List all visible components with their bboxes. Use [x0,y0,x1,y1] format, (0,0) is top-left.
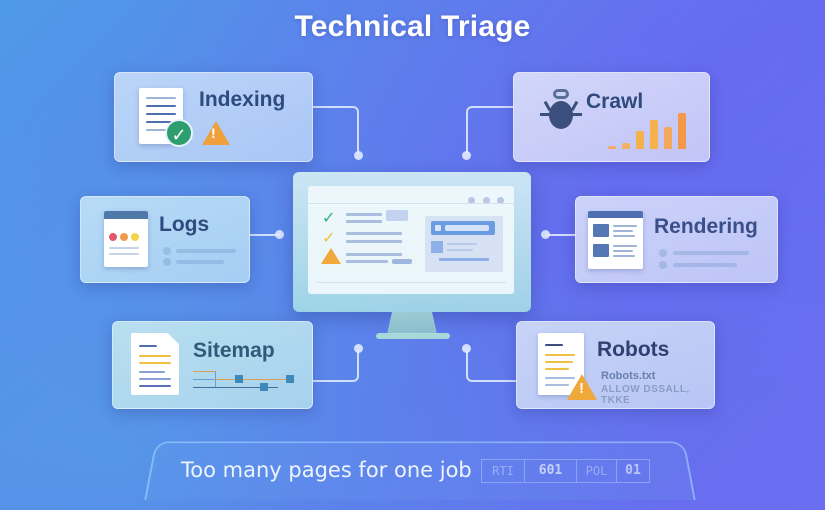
card-label-crawl: Crawl [586,90,644,113]
connector-indexing [313,106,359,154]
row-bullet [659,261,667,269]
connector-dot [462,151,471,160]
card-sitemap[interactable]: Sitemap [112,321,313,409]
spider-bot-icon [540,89,582,135]
card-label-rendering: Rendering [654,215,758,238]
connector-dot [354,151,363,160]
footer-caption: Too many pages for one job [181,458,472,482]
card-indexing[interactable]: ✓ ! Indexing [114,72,313,162]
preview-panel [425,216,503,272]
connector-dot [354,344,363,353]
card-logs[interactable]: Logs [80,196,250,283]
row-line [176,260,224,264]
warning-icon [321,248,341,264]
card-robots[interactable]: ! Robots Robots.txt Allow DSSALL, TKKE [516,321,715,409]
card-label-robots: Robots [597,338,670,361]
card-crawl[interactable]: Crawl [513,72,710,162]
warning-glyph: ! [211,125,216,141]
check-icon: ✓ [322,230,336,247]
row-line [673,251,749,255]
robots-rules: Allow DSSALL, TKKE [601,384,690,406]
connector-rendering [545,234,575,236]
connector-dot [541,230,550,239]
monitor-screen: ✓ ✓ [308,186,514,294]
warning-icon [202,121,230,145]
connector-crawl [466,106,514,154]
connector-logs [250,234,280,236]
window-controls [465,191,504,209]
check-circle-icon: ✓ [165,119,193,147]
row-line [673,263,737,267]
connector-robots [466,350,516,382]
robots-filename: Robots.txt [601,370,656,382]
card-rendering[interactable]: Rendering [575,196,778,283]
page-title: Technical Triage [294,10,531,43]
connector-sitemap [313,350,359,382]
card-label-indexing: Indexing [199,88,286,111]
row-bullet [163,247,171,255]
bar-chart-icon [608,109,694,149]
document-icon [131,333,179,395]
segment-display: POL [577,460,617,482]
footer-segments: RTI 601 POL 01 [481,459,650,483]
row-line [176,249,236,253]
monitor-stand [387,312,437,334]
row-bullet [659,249,667,257]
monitor: ✓ ✓ [293,172,531,312]
card-label-sitemap: Sitemap [193,339,275,362]
browser-window-icon [588,211,643,269]
connector-dot [462,344,471,353]
segment-display: 01 [625,463,641,478]
monitor-base [376,333,450,339]
connector-dot [275,230,284,239]
check-icon: ✓ [322,210,336,227]
segment-display: 601 [525,460,577,482]
tree-diagram-icon [193,369,298,393]
segment-display: RTI [482,460,525,482]
warning-glyph: ! [579,380,584,397]
log-window-icon [104,211,148,267]
row-bullet [163,258,171,266]
card-label-logs: Logs [159,213,210,236]
warning-icon [567,374,597,400]
